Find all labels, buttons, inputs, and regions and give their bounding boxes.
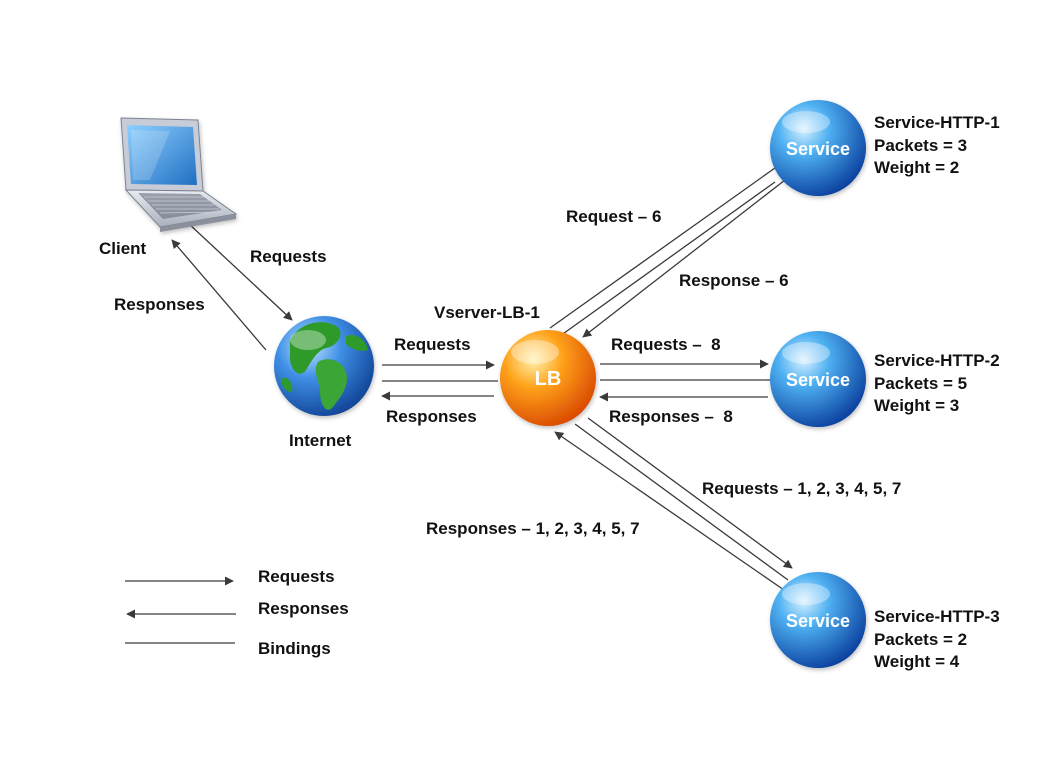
laptop-icon [120, 117, 238, 232]
s1-request-label: Request – 6 [566, 207, 661, 226]
s3-response-arrow [554, 431, 785, 591]
service-3-label: Service [786, 611, 850, 631]
s3-request-arrow [587, 417, 793, 569]
s1-request-arrow [549, 162, 783, 329]
service-1-packets: Packets = 3 [874, 136, 967, 155]
s1-response-arrow [582, 179, 786, 338]
internet-label: Internet [289, 431, 352, 450]
lb-node [500, 330, 596, 426]
s1-binding-line [559, 181, 776, 337]
s2-responses-label: Responses – 8 [609, 407, 733, 426]
service-node-1 [770, 100, 866, 196]
internet-requests-label: Requests [394, 335, 471, 354]
service-node-2 [770, 331, 866, 427]
s3-requests-label: Requests – 1, 2, 3, 4, 5, 7 [702, 479, 901, 498]
legend-bindings-label: Bindings [258, 639, 331, 658]
s3-binding-line [574, 423, 789, 581]
legend: Requests Responses Bindings [125, 567, 349, 658]
legend-responses-label: Responses [258, 599, 349, 618]
s1-response-label: Response – 6 [679, 271, 789, 290]
service-1-label: Service [786, 139, 850, 159]
service-1-weight: Weight = 2 [874, 158, 959, 177]
vserver-label: Vserver-LB-1 [434, 303, 540, 322]
service-node-3 [770, 572, 866, 668]
client-requests-label: Requests [250, 247, 327, 266]
lb-label: LB [535, 368, 562, 390]
service-2-name: Service-HTTP-2 [874, 351, 1000, 370]
service-3-weight: Weight = 4 [874, 652, 960, 671]
s2-requests-label: Requests – 8 [611, 335, 721, 354]
service-3-packets: Packets = 2 [874, 630, 967, 649]
client-response-arrow [171, 239, 267, 351]
s3-responses-label: Responses – 1, 2, 3, 4, 5, 7 [426, 519, 640, 538]
internet-responses-label: Responses [386, 407, 477, 426]
client-label: Client [99, 239, 147, 258]
legend-requests-label: Requests [258, 567, 335, 586]
service-3-name: Service-HTTP-3 [874, 607, 1000, 626]
service-2-packets: Packets = 5 [874, 374, 967, 393]
service-1-name: Service-HTTP-1 [874, 113, 1000, 132]
client-request-arrow [187, 222, 293, 321]
globe-icon [274, 316, 374, 416]
service-2-weight: Weight = 3 [874, 396, 959, 415]
client-responses-label: Responses [114, 295, 205, 314]
service-2-label: Service [786, 370, 850, 390]
